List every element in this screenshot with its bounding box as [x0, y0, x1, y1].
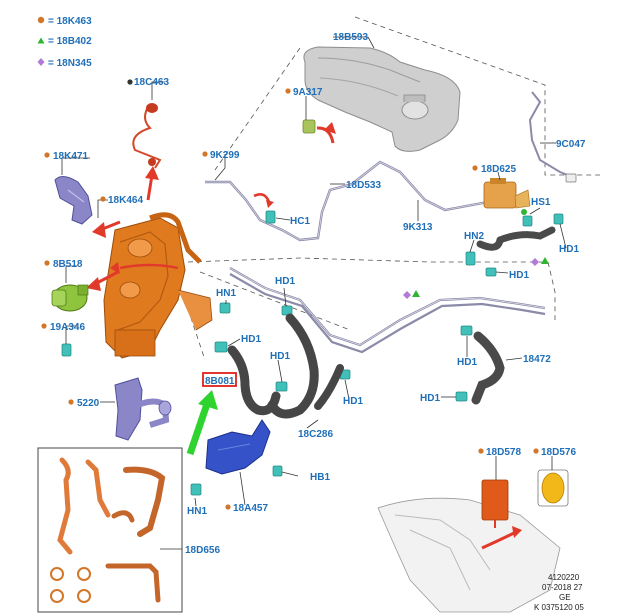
- label-HN1-b: HN1: [187, 506, 207, 517]
- exhaust-5220: [114, 377, 172, 441]
- green-arrow-icon: [186, 390, 218, 456]
- legend-diamond-icon: [37, 58, 45, 66]
- clip-19A346: [61, 302, 231, 357]
- label-9C047: 9C047: [556, 139, 586, 150]
- inset-18D656: [37, 447, 183, 613]
- fuel-lines-bundle: [229, 267, 546, 380]
- label-9K299: 9K299: [210, 150, 240, 161]
- label-9A317: 9A317: [293, 87, 323, 98]
- legend-label-18N345: = 18N345: [48, 58, 92, 69]
- label-18A457: 18A457: [233, 503, 268, 514]
- callout-labels: 18C463 18K471 18K464 8B518 19A346 5220 1…: [41, 32, 586, 556]
- label-5220: 5220: [77, 398, 100, 409]
- label-HD1-b: HD1: [509, 270, 529, 281]
- label-18D576: 18D576: [541, 447, 576, 458]
- label-18C463: 18C463: [134, 77, 169, 88]
- legend-triangle-icon: [37, 37, 45, 44]
- leader-lines: [61, 36, 567, 550]
- label-HN1-a: HN1: [216, 288, 236, 299]
- label-8B081: 8B081: [205, 376, 235, 387]
- footer-line-1: 4120220: [548, 573, 580, 582]
- legend-label-18B402: = 18B402: [48, 36, 92, 47]
- label-9K313: 9K313: [403, 222, 433, 233]
- label-HD1-a: HD1: [559, 244, 579, 255]
- label-18D656: 18D656: [185, 545, 220, 556]
- pad-18D576: [537, 469, 569, 507]
- pipe-18K471: [54, 176, 93, 225]
- label-8B518: 8B518: [53, 259, 83, 270]
- vehicle-shell: [377, 497, 561, 613]
- label-18D625: 18D625: [481, 164, 516, 175]
- label-19A346: 19A346: [50, 322, 85, 333]
- label-HN2: HN2: [464, 231, 484, 242]
- bracket-18A457: [190, 419, 283, 496]
- vapor-line-9K299: [205, 160, 521, 242]
- label-HD1-f: HD1: [457, 357, 477, 368]
- hose-18472: [455, 325, 505, 405]
- label-HC1: HC1: [290, 216, 310, 227]
- footer-line-3: GE: [559, 593, 571, 602]
- harness-18C463: [132, 103, 162, 169]
- label-HB1: HB1: [310, 472, 330, 483]
- label-18K471: 18K471: [53, 151, 88, 162]
- footer-line-2: 07-2018 27: [542, 583, 583, 592]
- label-18B593: 18B593: [333, 32, 368, 43]
- footer-line-4: K 0375120 05: [534, 603, 584, 612]
- label-18C286: 18C286: [298, 429, 333, 440]
- label-HS1: HS1: [531, 197, 551, 208]
- label-HD1-h: HD1: [343, 396, 363, 407]
- label-18K464: 18K464: [108, 195, 143, 206]
- label-HD1-d: HD1: [241, 334, 261, 345]
- label-18D578: 18D578: [486, 447, 521, 458]
- sensor-9A317: [302, 119, 336, 144]
- fuel-tank-18B593: [303, 46, 461, 152]
- legend-circle-icon: [37, 16, 45, 24]
- legend: = 18K463 = 18B402 = 18N345: [37, 16, 92, 69]
- module-18D578: [481, 479, 509, 528]
- footer-code: 4120220 07-2018 27 GE K 0375120 05: [534, 573, 584, 612]
- hose-18C286: [214, 313, 344, 419]
- label-HD1-e: HD1: [270, 351, 290, 362]
- label-18472: 18472: [523, 354, 551, 365]
- highlight-box-8B081: [202, 372, 237, 387]
- canister-18D625: [483, 178, 564, 227]
- label-18D533: 18D533: [346, 180, 381, 191]
- hose-HN2: [465, 226, 556, 277]
- part-8B518: [51, 284, 89, 312]
- legend-label-18K463: = 18K463: [48, 16, 92, 27]
- line-9C047: [528, 91, 577, 183]
- label-HD1-g: HD1: [420, 393, 440, 404]
- engine-assembly-orange: [86, 166, 213, 359]
- label-HD1-c: HD1: [275, 276, 295, 287]
